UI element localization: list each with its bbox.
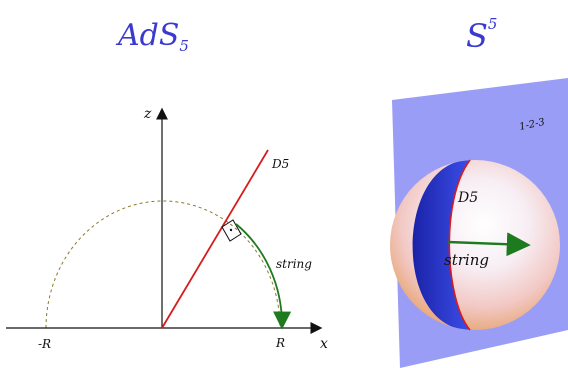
ads-boundary-semicircle [45, 200, 281, 329]
right-angle-marker [221, 219, 242, 242]
sphere-dark-cap [412, 160, 470, 330]
x-axis-label: x [320, 336, 328, 352]
ads-diagram: z x D5 string -R R [6, 106, 328, 352]
right-angle-dot [229, 228, 233, 232]
string-label-left: string [276, 257, 312, 271]
s5-title: S5 [466, 15, 497, 55]
ads5-title: AdS5 [115, 18, 189, 55]
d5-label-left: D5 [271, 157, 289, 171]
d5-brane-line [161, 149, 269, 329]
d5-brane-curve [448, 159, 471, 331]
string-arrow-sphere [447, 232, 531, 257]
string-arc-arrow [235, 223, 292, 330]
s5-diagram: 1-2-3 D5 string [390, 78, 568, 368]
minus-r-label: -R [38, 337, 51, 351]
d5-label-right: D5 [457, 190, 478, 206]
r-label: R [275, 336, 285, 350]
z-axis-label: z [143, 106, 152, 122]
string-label-right: string [444, 251, 489, 269]
plane-123-label: 1-2-3 [518, 117, 546, 133]
